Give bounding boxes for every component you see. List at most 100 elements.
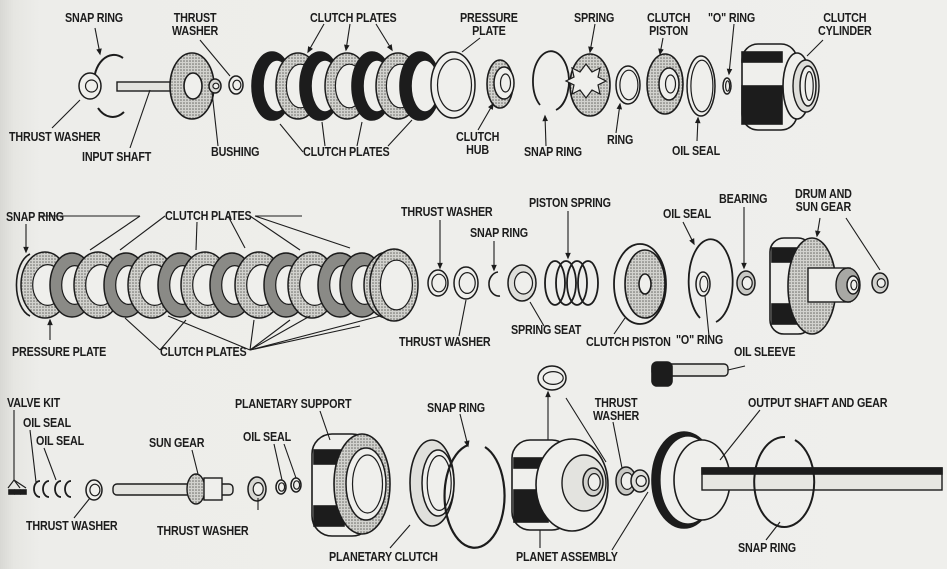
- label-thrust-washer: THRUST WASHER: [593, 396, 640, 423]
- leader-line: [129, 89, 151, 149]
- label-clutch-hub: CLUTCH HUB: [456, 130, 500, 157]
- leader-line: [227, 215, 246, 249]
- clutch-piston-part: [664, 74, 677, 94]
- leader-line: [73, 497, 91, 519]
- snap-ring-part: [97, 107, 125, 118]
- label-snap-ring: SNAP RING: [427, 401, 485, 415]
- arrowhead: [344, 44, 350, 52]
- leader-line: [613, 317, 626, 335]
- oil-seal-part: [54, 480, 62, 498]
- clutch-piston-bore: [638, 273, 652, 295]
- oil-seal-part: [687, 238, 734, 323]
- snap-ring-part: [443, 443, 506, 549]
- sun-gear-hub: [203, 477, 223, 501]
- leader-line: [13, 479, 27, 489]
- snap-ring-part: [15, 253, 31, 317]
- label-pressure-plate: PRESSURE PLATE: [12, 345, 107, 359]
- snap-ring-part: [488, 271, 501, 297]
- thrust-washer-part: [458, 272, 476, 295]
- spring-part: [564, 63, 608, 99]
- oil-seal-part: [64, 480, 72, 498]
- piston-spring-coil: [555, 260, 577, 306]
- leader-line: [321, 121, 326, 147]
- pressure-plate-part: [379, 259, 413, 311]
- label-o-ring: "O" RING: [676, 333, 724, 347]
- label-thrust-washer: THRUST WASHER: [172, 11, 219, 38]
- label-clutch-plates: CLUTCH PLATES: [303, 145, 390, 159]
- pressure-plate-part: [436, 58, 473, 112]
- clutch-cylinder-bore: [804, 70, 814, 101]
- leader-line: [389, 524, 411, 549]
- leader-line: [719, 409, 761, 461]
- label-clutch-plates: CLUTCH PLATES: [160, 345, 247, 359]
- label-bushing: BUSHING: [211, 145, 260, 159]
- arrowhead: [464, 440, 470, 448]
- leader-line: [43, 447, 57, 481]
- planetary-support-bore: [351, 454, 384, 514]
- leader-line: [211, 91, 219, 147]
- leader-line: [845, 217, 881, 271]
- o-ring-part: [724, 80, 731, 92]
- sun-gear-teeth: [186, 473, 206, 505]
- valve-kit-part: [8, 489, 15, 495]
- label-snap-ring: SNAP RING: [65, 11, 123, 25]
- bushing-part: [212, 82, 220, 90]
- thrust-washer-part: [252, 482, 264, 497]
- oil-seal-part: [293, 480, 301, 490]
- label-drum-and-sun-gear: DRUM AND SUN GEAR: [795, 187, 852, 214]
- arrowhead: [695, 116, 701, 124]
- planet-carrier-bore: [587, 473, 601, 492]
- arrowhead: [437, 262, 443, 270]
- leader-line: [249, 325, 361, 351]
- label-clutch-plates: CLUTCH PLATES: [165, 209, 252, 223]
- leader-line: [704, 295, 710, 337]
- arrowhead: [386, 44, 393, 52]
- label-valve-kit: VALVE KIT: [7, 396, 61, 410]
- thrust-washer-part: [84, 79, 99, 93]
- leader-line: [7, 479, 15, 489]
- ring-part: [619, 69, 639, 101]
- arrowhead: [565, 252, 571, 260]
- output-shaft-shade: [701, 467, 943, 475]
- snap-ring-part: [532, 50, 570, 111]
- oil-seal-part: [278, 482, 286, 492]
- label-thrust-washer: THRUST WASHER: [399, 335, 491, 349]
- leader-line: [765, 521, 781, 541]
- label-planetary-support: PLANETARY SUPPORT: [235, 397, 352, 411]
- arrowhead: [307, 46, 313, 54]
- label-oil-seal: OIL SEAL: [23, 416, 72, 430]
- label-sun-gear: SUN GEAR: [149, 436, 205, 450]
- label-spring: SPRING: [574, 11, 615, 25]
- leader-line: [273, 443, 283, 481]
- valve-kit-part: [20, 489, 27, 495]
- arrowhead: [96, 48, 102, 56]
- bushing-part: [635, 475, 647, 488]
- thrust-washer-part: [232, 79, 242, 91]
- leader-line: [199, 39, 231, 77]
- leader-line: [461, 37, 481, 53]
- arrowhead: [741, 262, 747, 270]
- planetary-clutch-part: [426, 455, 452, 512]
- oil-seal-part: [42, 480, 50, 498]
- clutch-cylinder-shade: [741, 85, 783, 125]
- leader-line: [387, 119, 413, 147]
- bearing-part: [542, 371, 564, 386]
- leader-line: [806, 39, 824, 57]
- arrowhead: [726, 68, 733, 76]
- label-o-ring: "O" RING: [708, 11, 756, 25]
- label-snap-ring: SNAP RING: [738, 541, 796, 555]
- leader-line: [458, 299, 467, 337]
- label-clutch-piston: CLUTCH PISTON: [586, 335, 671, 349]
- oil-sleeve-part: [651, 361, 673, 387]
- arrowhead: [488, 102, 494, 110]
- arrowhead: [542, 114, 548, 122]
- label-spring-seat: SPRING SEAT: [511, 323, 582, 337]
- label-snap-ring: SNAP RING: [524, 145, 582, 159]
- label-thrust-washer: THRUST WASHER: [9, 130, 101, 144]
- leader-line: [249, 315, 381, 351]
- arrowhead: [658, 48, 664, 56]
- leader-line: [529, 301, 545, 327]
- leader-line: [195, 221, 198, 251]
- arrowhead: [545, 390, 551, 398]
